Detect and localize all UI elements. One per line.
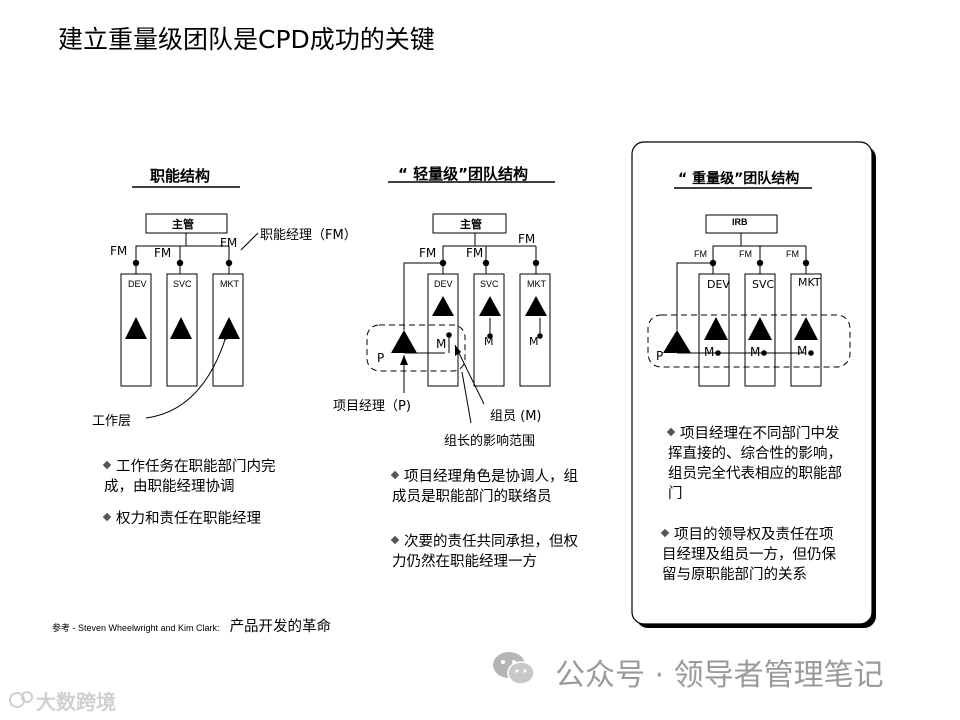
reference-line: 参考 - Steven Wheelwright and Kim Clark: 产品… [52, 615, 331, 636]
col3-fm-label: FM [739, 249, 752, 259]
col2-pm-line [403, 262, 443, 330]
col1-dept-dev: DEV [128, 279, 147, 289]
col2-diagram [366, 181, 555, 424]
col2-mkt-box [519, 273, 551, 387]
page-title: 建立重量级团队是CPD成功的关键 [58, 25, 435, 54]
col3-marks [663, 259, 818, 356]
col2-range-note: 组长的影响范围 [444, 434, 536, 449]
col3-frame [631, 141, 876, 628]
col1-svc-box [166, 273, 198, 387]
col1-fm-note: 职能经理（FM） [260, 228, 357, 243]
col1-dept-mkt: MKT [220, 279, 239, 289]
col2-m-label: M [529, 335, 539, 348]
col3-m-label: M [797, 344, 808, 358]
col1-fm-dot [176, 259, 184, 267]
col1-diagram [120, 186, 259, 419]
col3-dept-svc: SVC [752, 278, 775, 291]
col2-boss-box [432, 213, 507, 234]
col1-fm-label: FM [110, 244, 128, 258]
col1-triangle [170, 317, 192, 339]
col2-range-pointer [461, 371, 472, 424]
col1-worker-label: 工作层 [92, 414, 132, 429]
col3-heading: “ 重量级”团队结构 [678, 171, 800, 187]
col2-dept-svc: SVC [480, 279, 499, 289]
col3-fm-label: FM [694, 249, 707, 259]
col3-dept-dev: DEV [707, 278, 730, 291]
col3-team-range [647, 314, 851, 368]
col2-member-note: 组员 (M) [490, 409, 542, 424]
col1-fm-dot [225, 259, 233, 267]
col2-fm-label: FM [518, 232, 536, 246]
col3-fm-label: FM [786, 249, 799, 259]
col1-bullet: 权力和责任在职能经理 [102, 509, 299, 529]
col2-fm-label: FM [466, 246, 484, 260]
col2-influence-range [366, 324, 466, 372]
col2-marks [391, 259, 547, 365]
col1-bullet: 工作任务在职能部门内完成，由职能经理协调 [102, 459, 276, 495]
col3-diagram [647, 187, 851, 387]
col2-svc-box [473, 273, 505, 387]
col2-m-label: M [484, 335, 494, 348]
col1-fm-dot [132, 259, 140, 267]
reference-book: 产品开发的革命 [229, 619, 332, 635]
col1-heading: 职能结构 [150, 167, 211, 185]
col2-dev-box [427, 273, 459, 387]
col2-pm-note: 项目经理（P) [333, 399, 411, 414]
watermark-brand: 大数跨境 [36, 690, 116, 714]
col1-fm-pointer [240, 232, 259, 251]
col3-bullet: 项目的领导权及责任在项目经理及组员一方，但仍保留与原职能部门的关系 [660, 527, 836, 583]
col3-irb-label: IRB [732, 217, 748, 227]
col2-bullet: 项目经理角色是协调人，组成员是职能部门的联络员 [390, 469, 578, 505]
col1-connector-left [135, 233, 187, 263]
col2-p-label: P [377, 351, 385, 365]
col3-dept-mkt: MKT [798, 276, 821, 289]
col2-dept-dev: DEV [434, 279, 453, 289]
brand-logo-icon [9, 691, 33, 708]
col1-triangle [218, 317, 240, 339]
col1-boss-label: 主管 [172, 218, 194, 231]
col1-dept-svc: SVC [173, 279, 192, 289]
watermark-account: 公众号 · 领导者管理笔记 [555, 658, 884, 693]
col3-p-label: P [656, 349, 664, 363]
col3-m-label: M [750, 345, 761, 359]
col1-triangle [125, 317, 147, 339]
col1-fm-label: FM [154, 246, 172, 260]
col2-m-label: M [436, 337, 447, 351]
col2-fm-label: FM [419, 246, 437, 260]
col2-bullet: 次要的责任共同承担，但权力仍然在职能经理一方 [390, 534, 578, 570]
col3-m-label: M [704, 345, 715, 359]
col2-member-pointer [454, 344, 485, 405]
wechat-icon [493, 652, 535, 685]
col1-mkt-box [212, 273, 244, 387]
col2-boss-label: 主管 [460, 218, 482, 231]
col1-marks [125, 259, 240, 340]
col3-dev-box [698, 273, 730, 387]
reference-prefix: 参考 - Steven Wheelwright and Kim Clark: [52, 623, 220, 633]
col2-dept-mkt: MKT [527, 279, 546, 289]
col1-worker-arrow [145, 329, 229, 419]
col1-fm-label: FM [220, 236, 238, 250]
col2-heading: “ 轻量级”团队结构 [398, 165, 528, 183]
col3-bullet: 项目经理在不同部门中发挥直接的、综合性的影响，组员完全代表相应的职能部门 [666, 426, 842, 502]
